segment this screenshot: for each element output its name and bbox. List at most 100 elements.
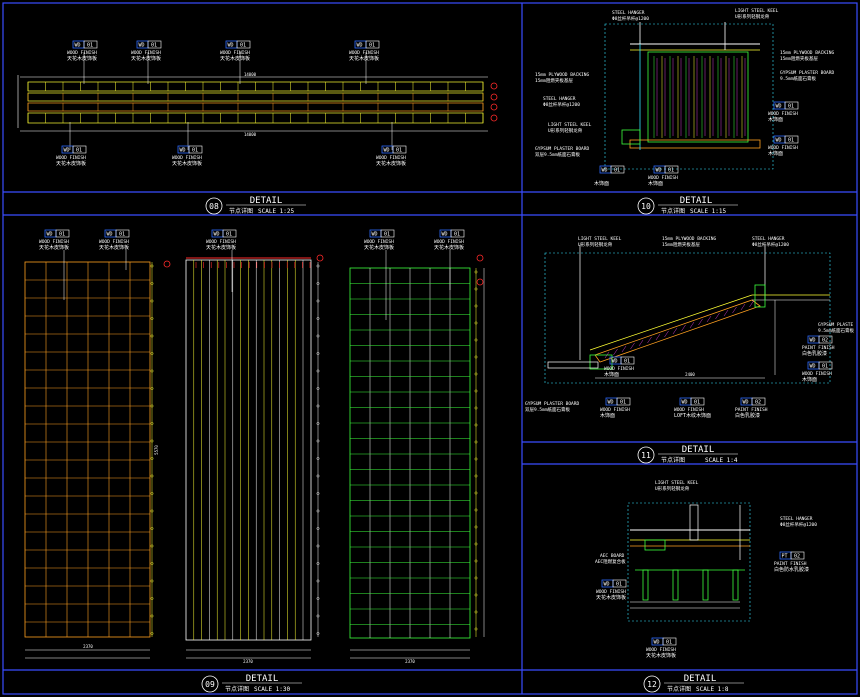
tag-code: WD <box>228 43 234 49</box>
tag-label: WOOD FINISH <box>99 239 129 245</box>
tag-number: 01 <box>192 148 198 154</box>
title-11-label: DETAIL <box>682 445 715 455</box>
tag-label: WOOD FINISH <box>646 647 676 653</box>
label-steel-hanger-left-spec: Φ8丝杆吊杆@1200 <box>543 101 580 108</box>
tag-label-cn: 木饰面 <box>768 116 783 123</box>
tag-label: WOOD FINISH <box>768 145 798 151</box>
tag-label-cn: 天花木皮饰板 <box>39 244 69 251</box>
tag-label: WOOD FINISH <box>131 50 161 56</box>
title-11-cn: 节点详图 <box>661 456 685 464</box>
title-detail-09: 09 DETAIL 节点详图 SCALE 1:30 <box>201 674 302 693</box>
d09-dim-a: 2370 <box>83 644 93 649</box>
tag-code: WD <box>139 43 145 49</box>
detail-08-drawing <box>17 52 498 150</box>
tag-code: WD <box>776 138 782 144</box>
tag-label: WOOD FINISH <box>39 239 69 245</box>
title-10-cn: 节点详图 <box>661 207 685 215</box>
title-10-scale: SCALE 1:15 <box>690 208 727 215</box>
label-light-keel-left: LIGHT STEEL KEEL <box>548 122 592 128</box>
tag-number: 01 <box>87 43 93 49</box>
tag-code: WD <box>682 400 688 406</box>
tag-label: WOOD FINISH <box>674 407 704 413</box>
tag-code: WD <box>214 232 220 238</box>
label-steel-hanger-spec: Φ8丝杆吊杆@1200 <box>612 15 649 22</box>
tag-number: 01 <box>119 232 125 238</box>
tag-number: 01 <box>788 138 794 144</box>
tag-label-cn: 白色乳胶漆 <box>802 350 827 357</box>
tag-number: 01 <box>226 232 232 238</box>
tag-label-cn: 天花木皮饰板 <box>349 55 379 62</box>
tag-label-cn: 天花木皮饰板 <box>220 55 250 62</box>
tag-code: WD <box>608 400 614 406</box>
tag-label-cn: 天花木皮饰板 <box>172 160 202 167</box>
label-steel-hanger: STEEL HANGER <box>612 10 645 16</box>
label-steel-hanger-spec: Φ8丝杆吊杆@1200 <box>780 521 817 528</box>
tag-code: WD <box>75 43 81 49</box>
label-aec-board: AEC BOARD <box>600 553 625 559</box>
tag-label-cn: 天花木皮饰板 <box>206 244 236 251</box>
tag-code: WD <box>656 168 662 174</box>
tag-label: WOOD FINISH <box>56 155 86 161</box>
tag-code: WD <box>810 364 816 370</box>
tag-code: WD <box>442 232 448 238</box>
tag-label-cn: 白色防水乳胶漆 <box>774 566 809 573</box>
tag-code: WD <box>384 148 390 154</box>
d11-bottom-dimension: 2400 <box>685 372 695 377</box>
label-aec-cn: AEC阻燃复合板 <box>595 558 626 565</box>
tag-label-cn: 天花木皮饰板 <box>67 55 97 62</box>
tag-label-cn: 天花木皮饰板 <box>99 244 129 251</box>
title-12-cn: 节点详图 <box>667 685 691 693</box>
tag-label-cn: 天花木皮饰板 <box>646 652 676 659</box>
tag-label: WOOD FINISH <box>648 175 678 181</box>
tag-label-cn: 木饰面 <box>768 150 783 157</box>
label-light-keel-left-cn: U形系列轻钢龙骨 <box>548 127 583 134</box>
tag-label-cn: 天花木皮饰板 <box>434 244 464 251</box>
tag-label: WOOD FINISH <box>768 111 798 117</box>
label-gypsum: GYPSUM PLASTER BOARD <box>780 70 834 76</box>
tag-code: WD <box>357 43 363 49</box>
label-steel-hanger: STEEL HANGER <box>780 516 813 522</box>
label-plywood: 15mm PLYWOOD BACKING <box>780 50 834 56</box>
tag-label-cn: 木饰面 <box>594 180 609 187</box>
label-plywood: 15mm PLYWOOD BACKING <box>662 236 716 242</box>
detail-12-drawing <box>627 502 751 622</box>
tag-number: 01 <box>694 400 700 406</box>
title-09-label: DETAIL <box>246 674 279 684</box>
tag-number: 01 <box>59 232 65 238</box>
title-10-number: 10 <box>641 202 651 211</box>
label-plywood-cn: 15mm阻燃夹板基层 <box>780 55 818 62</box>
tag-label: WOOD FINISH <box>600 407 630 413</box>
d08-top-dimension: 14000 <box>244 72 257 77</box>
tag-label-cn: 天花木皮饰板 <box>376 160 406 167</box>
tag-number: 02 <box>822 338 828 344</box>
tag-number: 01 <box>454 232 460 238</box>
title-detail-12: 12 DETAIL 节点详图 SCALE 1:8 <box>643 674 744 693</box>
label-light-keel: LIGHT STEEL KEEL <box>735 8 779 14</box>
title-09-number: 09 <box>205 680 215 689</box>
tag-number: 01 <box>396 148 402 154</box>
tag-label-cn: LOFT木纹木饰面 <box>674 412 711 419</box>
title-11-number: 11 <box>641 451 651 460</box>
tag-label-cn: 木饰面 <box>604 371 619 378</box>
tag-label: WOOD FINISH <box>364 239 394 245</box>
label-gypsum: GYPSUM PLASTER BOARD <box>525 401 579 407</box>
d09-dim-height: 5570 <box>154 445 159 455</box>
